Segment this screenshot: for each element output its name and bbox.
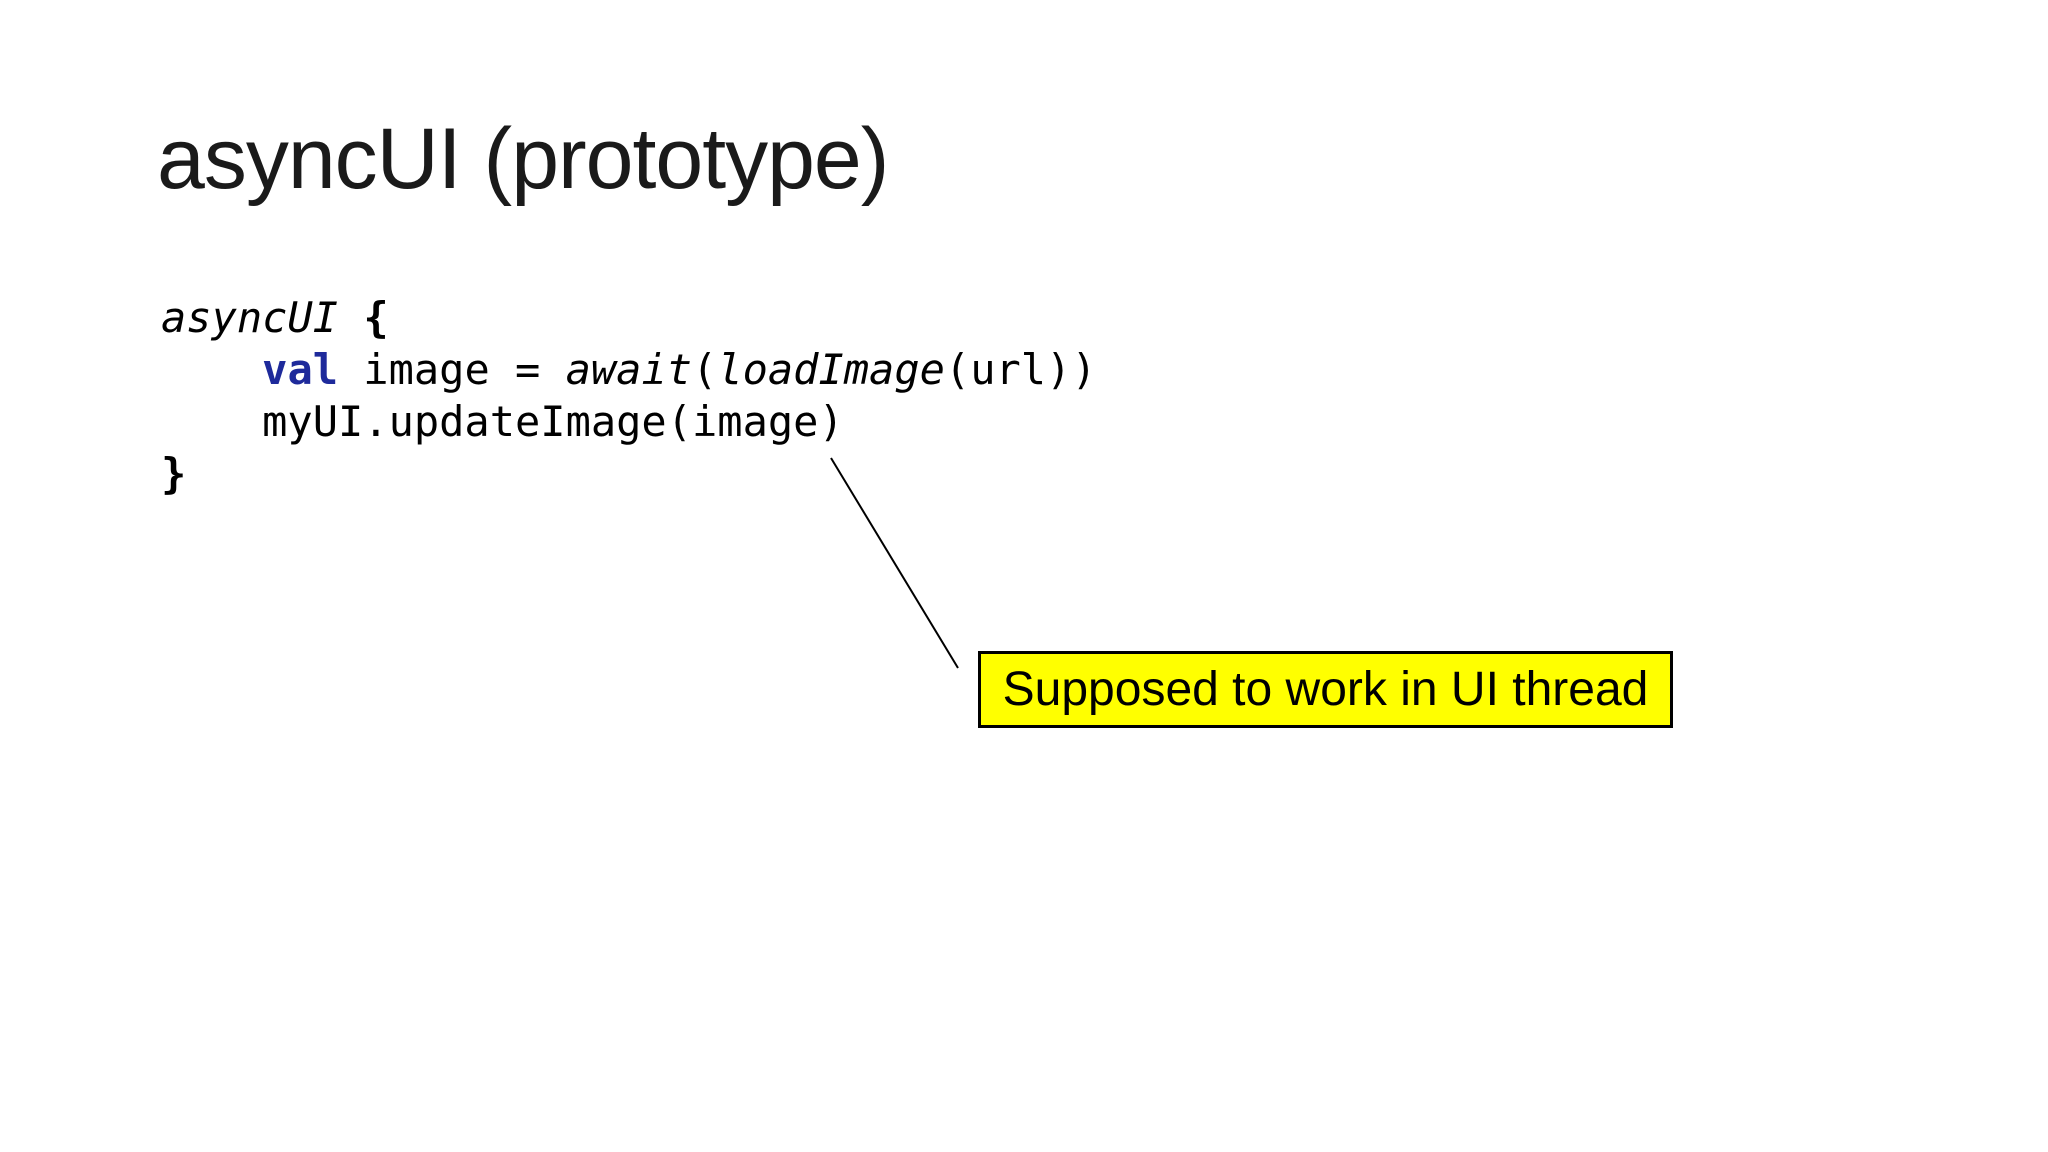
page-title: asyncUI (prototype) [157, 111, 889, 207]
code-block: asyncUI { val image = await(loadImage(ur… [161, 292, 1097, 500]
callout-box: Supposed to work in UI thread [978, 651, 1673, 728]
callout-label: Supposed to work in UI thread [1002, 663, 1649, 716]
code-line: myUI.updateImage(image) [161, 397, 844, 446]
code-line: val image = await(loadImage(url)) [262, 345, 1097, 394]
code-line: } [161, 449, 187, 498]
code-line: asyncUI { [161, 293, 389, 342]
